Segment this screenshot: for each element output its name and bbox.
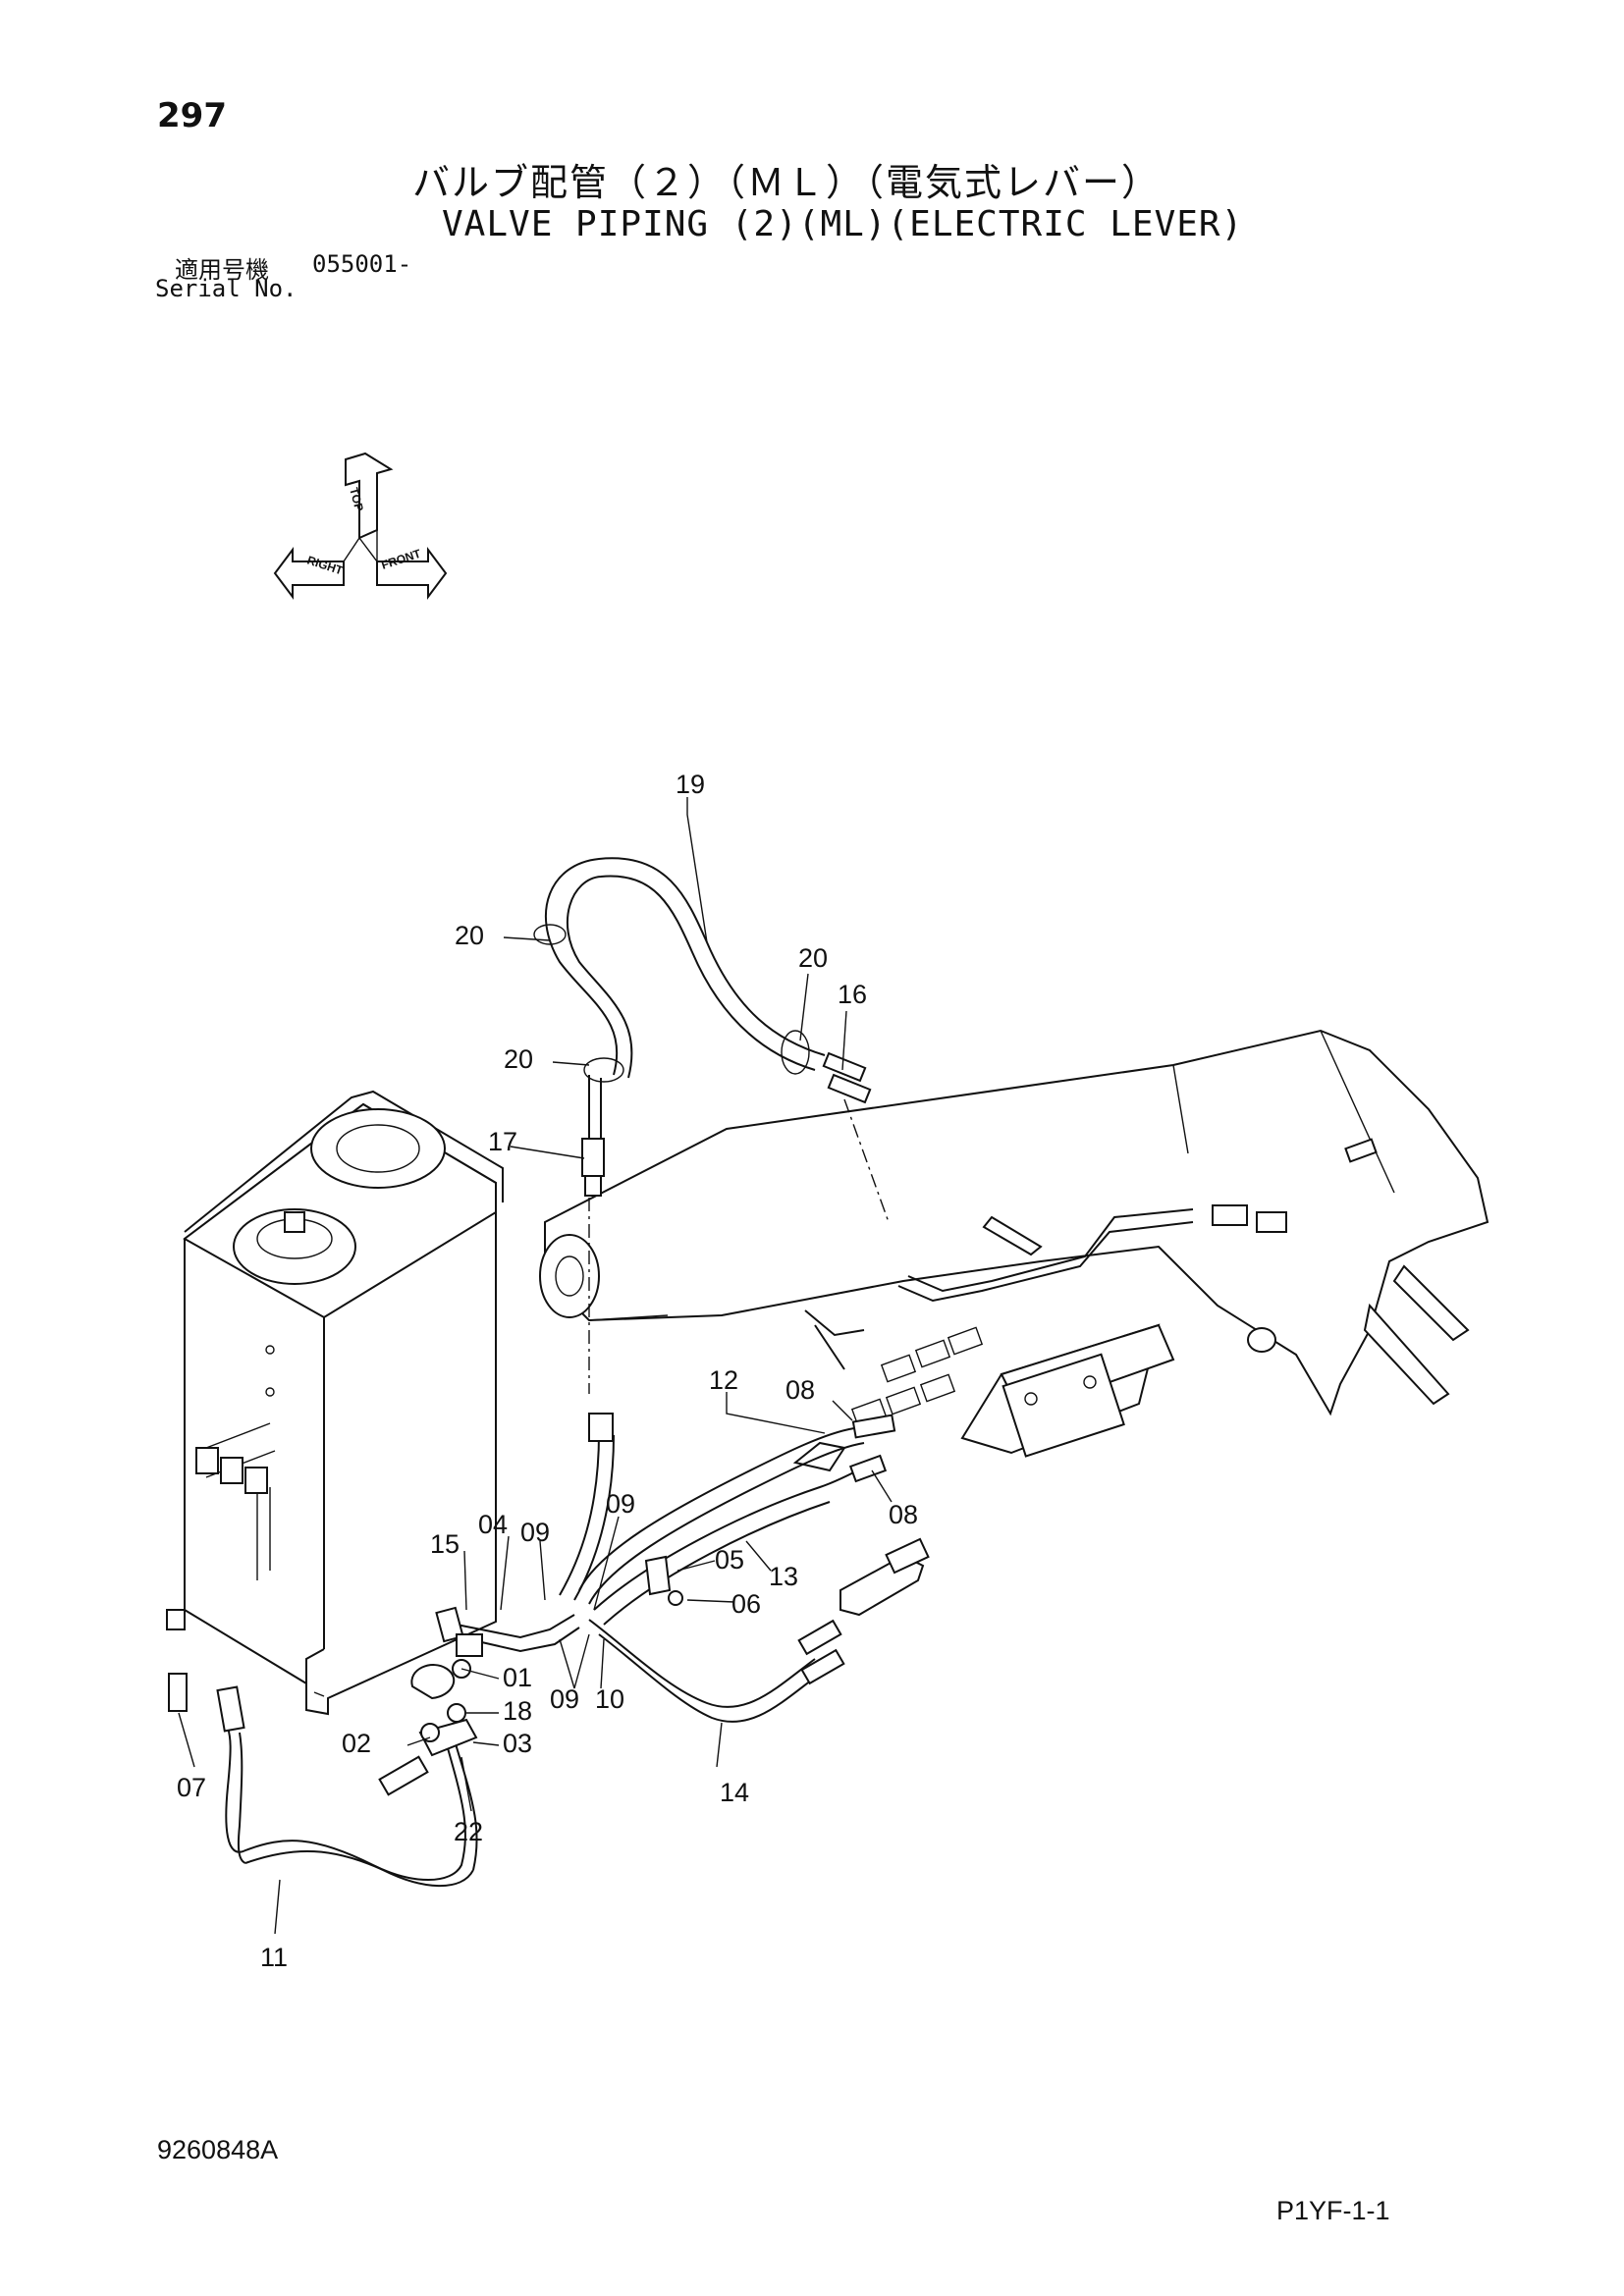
serial-label-english: Serial No.	[155, 275, 298, 302]
callout-10: 10	[595, 1684, 624, 1714]
callout-03: 03	[503, 1729, 532, 1758]
hydraulic-tank	[166, 1090, 504, 1716]
label-top: TOP	[347, 486, 366, 512]
callout-08-lower: 08	[889, 1500, 918, 1529]
callout-09-top: 09	[606, 1489, 635, 1519]
leader-lines	[178, 797, 893, 1935]
callout-14: 14	[720, 1778, 749, 1807]
callout-18: 18	[503, 1696, 532, 1726]
callout-07: 07	[177, 1773, 206, 1802]
callout-09-mid: 09	[520, 1518, 550, 1547]
callout-09-bottom: 09	[550, 1684, 579, 1714]
serial-label-japanese: 適用号機	[175, 256, 269, 284]
callout-17: 17	[488, 1127, 517, 1156]
callout-01: 01	[503, 1663, 532, 1692]
callout-20-top: 20	[455, 921, 484, 950]
callout-12: 12	[709, 1365, 738, 1395]
callout-13: 13	[769, 1562, 798, 1591]
callout-labels: 19 20 20 16 20 17 12 08 08 13 09 04 09 1…	[177, 770, 918, 1972]
callout-02: 02	[342, 1729, 371, 1758]
drawing-code: 9260848A	[157, 2135, 279, 2164]
title-english: VALVE PIPING (2)(ML)(ELECTRIC LEVER)	[442, 204, 1244, 244]
page-reference: P1YF-1-1	[1276, 2196, 1390, 2225]
callout-08-upper: 08	[785, 1375, 815, 1405]
page-number: 297	[157, 96, 227, 135]
callout-16: 16	[838, 980, 867, 1009]
hose-group	[168, 1413, 930, 1888]
control-valve	[792, 1204, 1287, 1472]
callout-20-right: 20	[798, 943, 828, 973]
callout-15: 15	[430, 1529, 460, 1559]
callout-06: 06	[731, 1589, 761, 1619]
serial-number-value: 055001-	[312, 250, 412, 278]
orientation-indicator: TOP RIGHT FRONT	[273, 452, 448, 600]
boom-frame	[539, 1029, 1489, 1416]
callout-11: 11	[260, 1943, 288, 1972]
callout-22: 22	[454, 1817, 483, 1846]
callout-05: 05	[715, 1545, 744, 1575]
callout-20-left: 20	[504, 1044, 533, 1074]
callout-19: 19	[676, 770, 705, 799]
title-japanese: バルブ配管（２）（ＭＬ）（電気式レバー）	[412, 161, 1162, 204]
callout-04: 04	[478, 1510, 508, 1539]
